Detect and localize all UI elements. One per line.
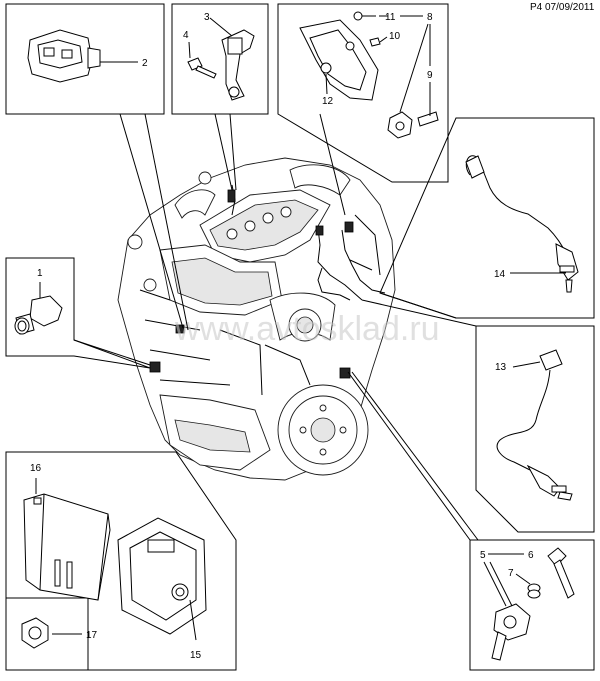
callout-15: 15 [190,650,202,661]
engine-illustration [117,157,396,481]
callout-8: 8 [427,12,433,23]
part-10-bolt-illustration [369,37,381,47]
page-number: P4 [530,2,543,13]
part-1-pressure-switch-illustration [14,295,63,335]
callout-13: 13 [495,362,507,373]
watermark-text: www.avtosklad.ru [174,310,440,348]
callout-10: 10 [389,31,401,42]
part-9-bolt-illustration [417,111,439,127]
part-13-oxygen-sensor-illustration [496,349,573,501]
part-16-heat-shield-illustration [23,493,111,601]
part-11-bolt-illustration [353,11,376,21]
box-part-2: 2 [5,3,189,331]
part-12-bracket-illustration [299,19,379,101]
callout-9: 9 [427,70,433,81]
callout-2: 2 [142,58,148,69]
part-7-washer-illustration [527,583,541,599]
callout-6: 6 [528,550,534,561]
box-part-14: 14 [379,117,595,319]
part-15-ecm-illustration [117,517,207,635]
callout-4: 4 [183,30,189,41]
part-2-connector-illustration [27,29,101,83]
box-part-13: 13 [361,299,595,533]
callout-7: 7 [508,568,514,579]
part-14-oxygen-sensor-illustration [465,155,579,293]
box-parts-3-4: 3 4 [171,3,269,191]
box-parts-5-7: 5 6 7 [347,371,595,671]
callout-1: 1 [37,268,43,279]
callout-16: 16 [30,463,42,474]
callout-11: 11 [385,12,396,23]
part-5-crankshaft-sensor-illustration [491,603,531,661]
part-4-bolt-illustration [187,57,217,79]
part-17-nut-illustration [21,617,49,649]
callout-17: 17 [86,630,98,641]
part-6-bolt-illustration [547,547,575,599]
part-3-camshaft-sensor-illustration [221,29,255,101]
box-parts-15-17: 16 15 17 [5,451,237,671]
callout-12: 12 [322,96,334,107]
part-8-knock-sensor-illustration [387,111,413,139]
callout-5: 5 [480,550,486,561]
box-parts-8-12: 11 8 10 9 12 [277,3,449,216]
box-part-1: 1 [5,257,151,369]
callout-14: 14 [494,269,506,280]
diagram-date: 07/09/2011 [545,2,595,13]
callout-3: 3 [204,12,210,23]
